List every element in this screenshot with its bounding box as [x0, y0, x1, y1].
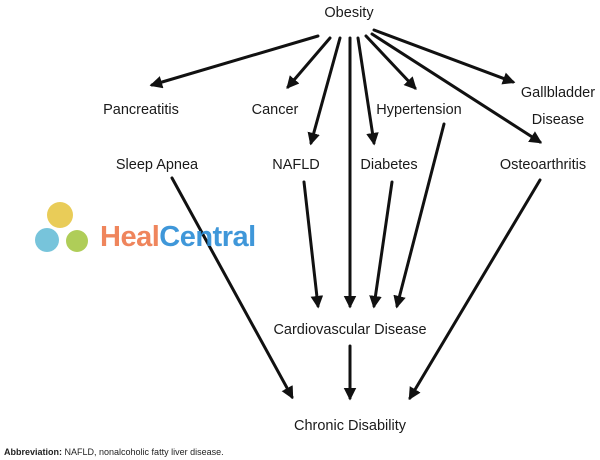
watermark-text: HealCentral [100, 221, 256, 253]
arrow-obesity-to-osteoarthritis [370, 32, 543, 144]
caption-text: NAFLD, nonalcoholic fatty liver disease. [62, 447, 224, 457]
node-nafld: NAFLD [272, 157, 320, 173]
node-chronic-disability: Chronic Disability [294, 418, 407, 434]
arrow-sleepapnea-to-chronic [170, 176, 294, 400]
caption-label: Abbreviation: [4, 447, 62, 457]
arrow-hypertension-to-cardiovascular [393, 122, 446, 309]
node-cancer: Cancer [252, 102, 299, 118]
node-pancreatitis: Pancreatitis [103, 102, 179, 118]
node-hypertension: Hypertension [376, 102, 461, 118]
arrow-obesity-to-cancer [286, 36, 332, 89]
arrow-obesity-to-nafld [307, 36, 342, 146]
node-osteoarthritis: Osteoarthritis [500, 157, 586, 173]
leaf-logo-icon [35, 202, 88, 252]
node-sleep-apnea: Sleep Apnea [116, 157, 199, 173]
arrow-obesity-to-pancreatitis [149, 34, 320, 89]
arrow-obesity-to-hypertension [364, 34, 417, 90]
node-gallbladder-line2: Disease [532, 112, 584, 128]
watermark-text-heal: Heal [100, 221, 159, 253]
node-cardiovascular-disease: Cardiovascular Disease [273, 322, 426, 338]
arrow-diabetes-to-cardiovascular [369, 180, 394, 309]
arrow-obesity-to-gallbladder [372, 28, 516, 85]
node-diabetes: Diabetes [360, 157, 417, 173]
watermark-text-central: Central [159, 221, 255, 253]
abbreviation-caption: Abbreviation: NAFLD, nonalcoholic fatty … [4, 447, 224, 457]
arrow-nafld-to-cardiovascular [302, 180, 324, 309]
watermark-logo: HealCentral [35, 202, 256, 253]
arrow-osteoarthritis-to-chronic [408, 178, 542, 401]
node-gallbladder-line1: Gallbladder [521, 85, 595, 101]
node-obesity: Obesity [324, 5, 374, 21]
arrow-obesity-to-diabetes [356, 36, 379, 146]
